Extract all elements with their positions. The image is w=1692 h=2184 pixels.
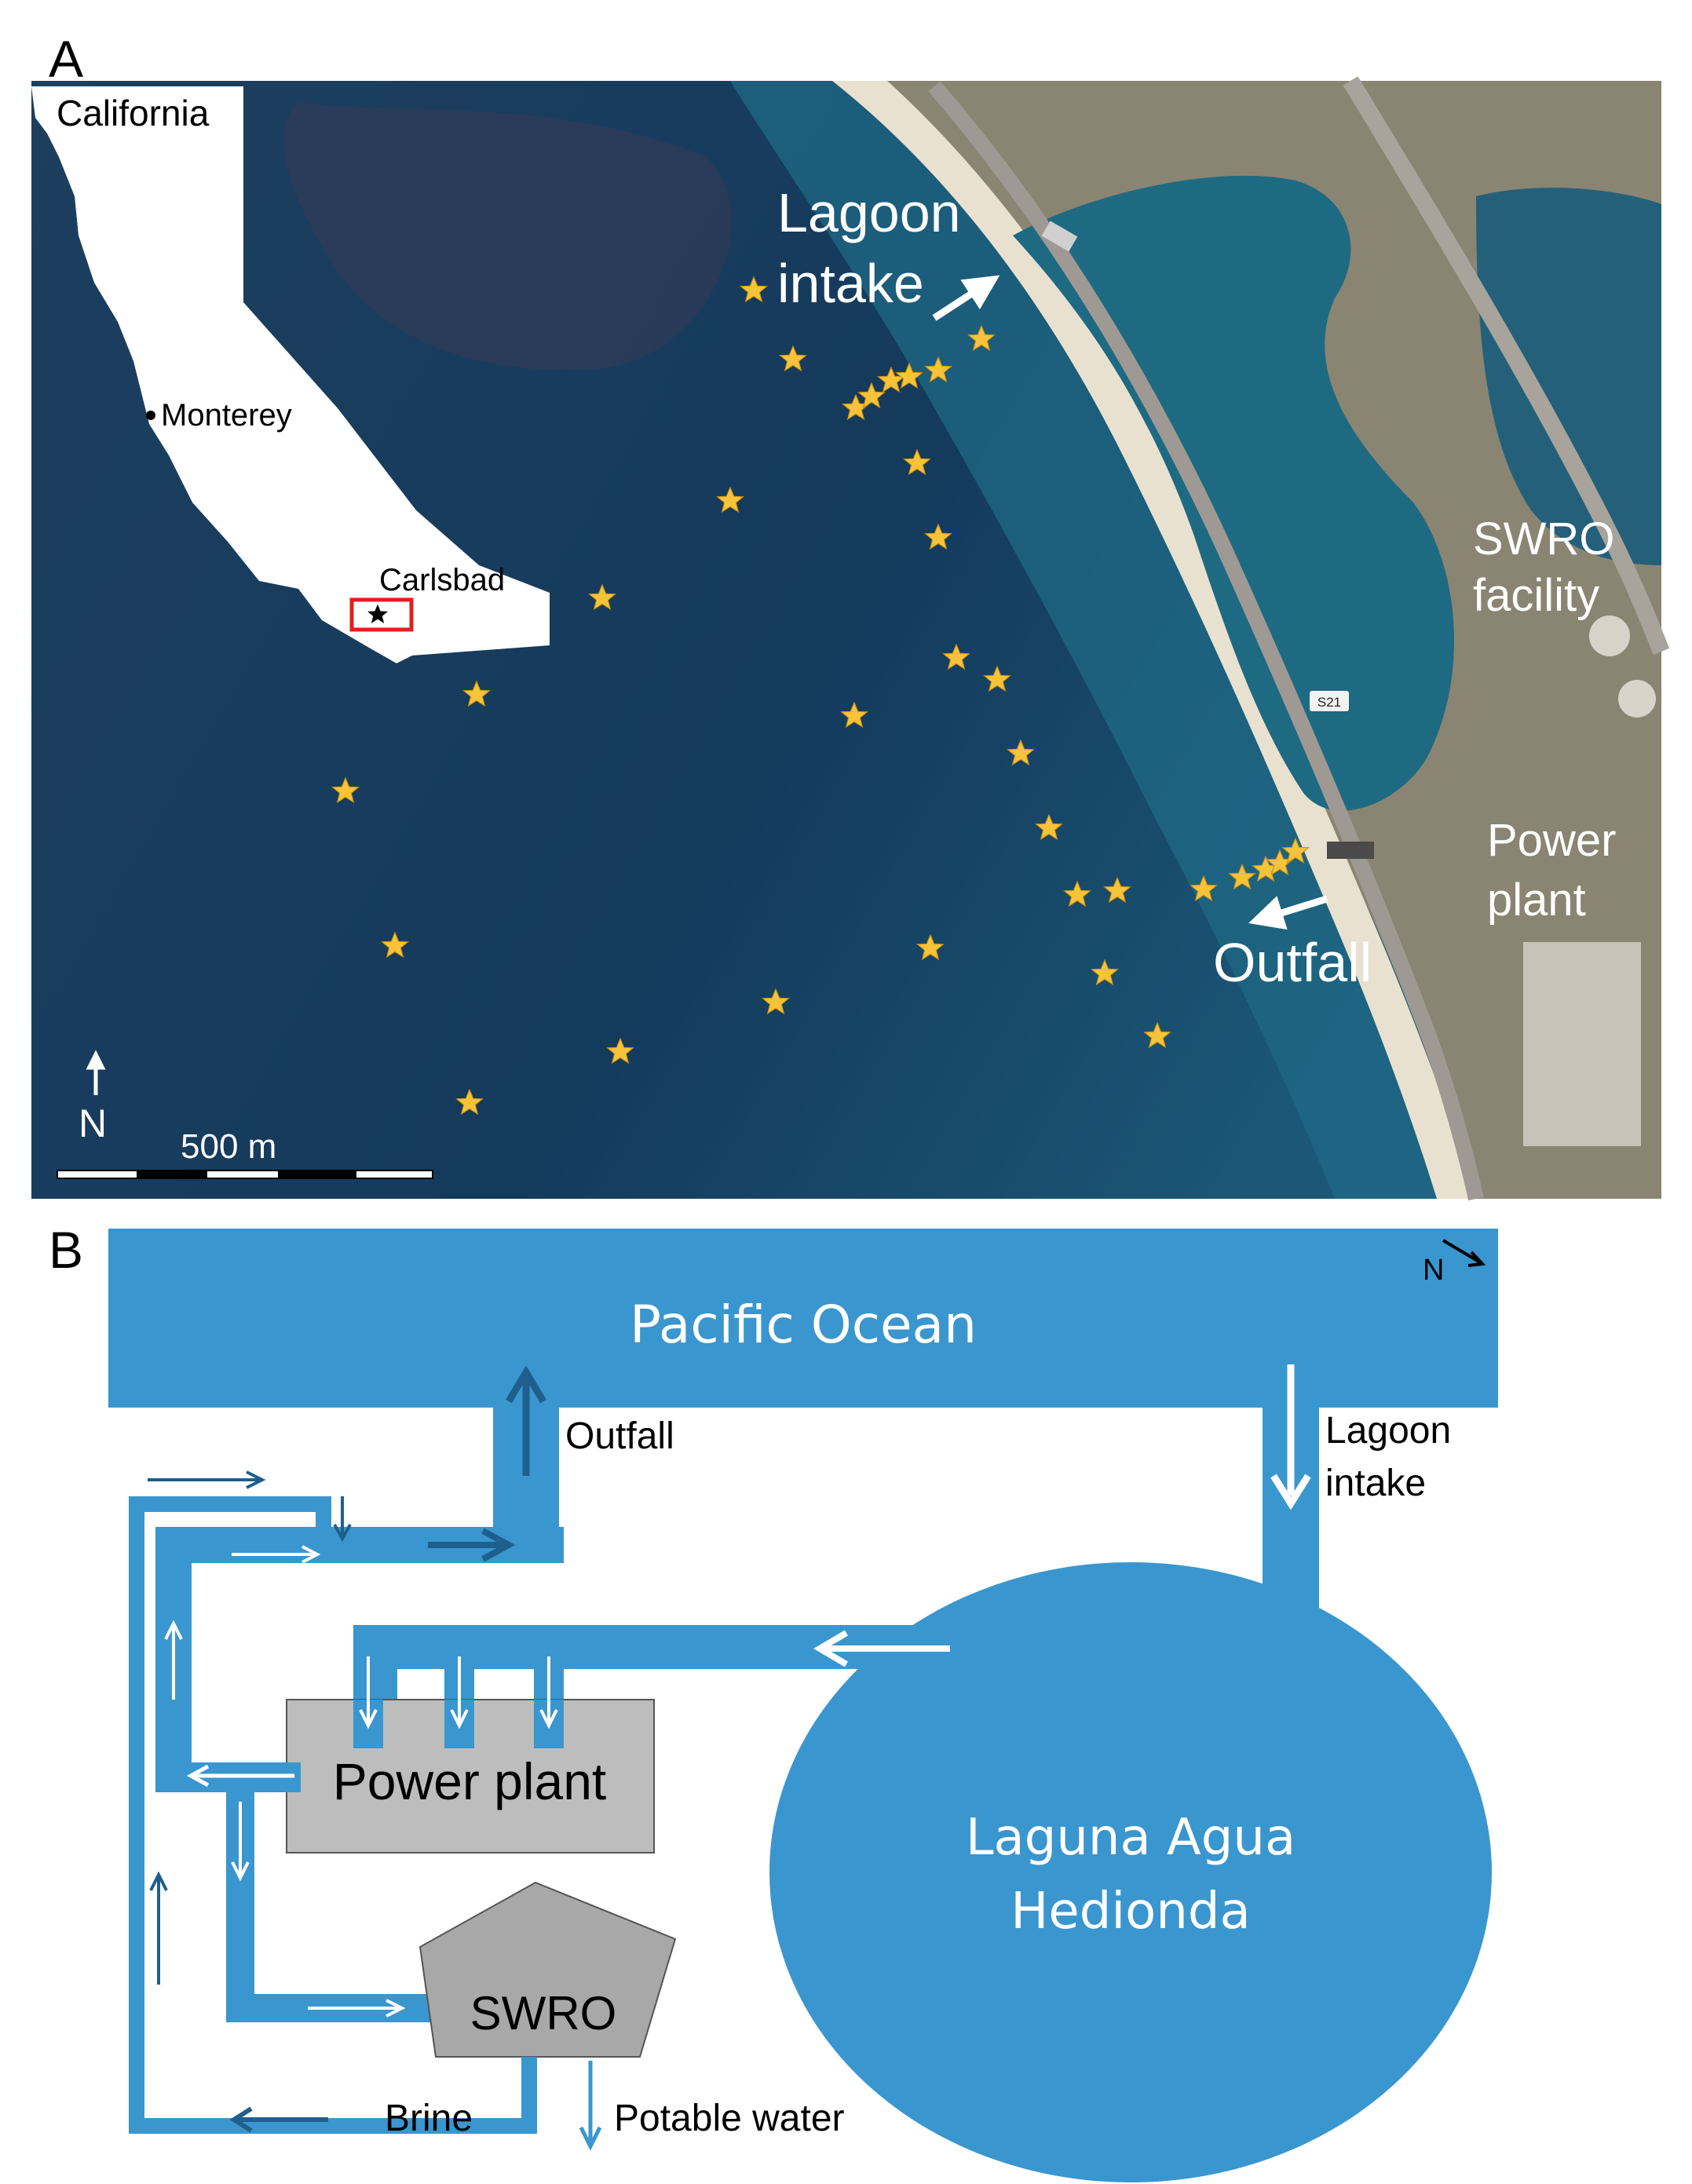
ocean-block [108,1229,1498,1408]
study-area-box [349,597,414,632]
ocean-label: Pacific Ocean [630,1295,977,1355]
kelp-patch [283,102,732,371]
north-label: N [79,1101,107,1145]
brine-return-channel [129,1496,144,2134]
north-arrow-b-icon [1442,1239,1482,1264]
inset-state-label: California [57,93,210,133]
california-inset: California Monterey Carlsbad [31,86,550,663]
carlsbad-label: Carlsbad [379,563,505,597]
coast-highway [928,81,1484,1201]
scale-label: 500 m [181,1127,276,1166]
lagoon-intake-label-1: Lagoon [777,182,961,243]
outfall-label: Outfall [1213,932,1372,993]
monterey-label: Monterey [161,398,292,433]
brine-label: Brine [385,2098,473,2139]
outfall-label-b: Outfall [565,1415,674,1457]
swro-facility-label-2: facility [1473,570,1599,621]
freeway [1343,76,1670,656]
power-plant-label-1: Power [1487,815,1616,866]
lagoon-label-2: Hedionda [1010,1883,1250,1941]
potable-water-label: Potable water [614,2098,845,2139]
panel-b-letter: B [49,1221,83,1279]
california-shape [31,86,550,663]
monterey-dot [146,411,155,420]
road-sign-text: S21 [1317,695,1341,710]
satellite-map: S21 [31,76,1670,1201]
swro-facility-label-1: SWRO [1473,513,1614,564]
lagoon-inner [1476,188,1661,565]
scale-bar [57,1170,433,1179]
lagoon-intake-label-b2: intake [1325,1463,1426,1504]
power-plant-label-2: plant [1487,875,1586,926]
swro-tank [1589,615,1630,656]
lagoon [769,1562,1492,2182]
panel-a-letter: A [49,30,83,88]
beach [832,81,1476,1199]
power-plant-label-b: Power plant [333,1752,607,1810]
lagoon-intake-label-2: intake [777,253,924,314]
power-plant-building [1523,942,1641,1146]
lagoon-intake-label-b1: Lagoon [1325,1410,1451,1452]
lagoon-intake-arrow [932,275,1000,321]
outfall-structure [1327,842,1374,859]
swro-label-b: SWRO [470,1987,617,2040]
north-label-b: N [1423,1254,1444,1287]
swro-tank [1618,680,1656,718]
flow-diagram: Pacific Ocean N Lagoon intake Laguna Agu… [108,1229,1498,2182]
intake-bridge [1041,221,1078,252]
outfall-arrow [1248,895,1328,930]
swro-unit [418,1881,677,2058]
land [824,81,1661,1199]
lagoon-water [1013,175,1455,811]
road-sign [1310,691,1349,711]
inflow-arrows [359,1656,558,1729]
lagoon-label-1: Laguna Agua [966,1809,1295,1867]
